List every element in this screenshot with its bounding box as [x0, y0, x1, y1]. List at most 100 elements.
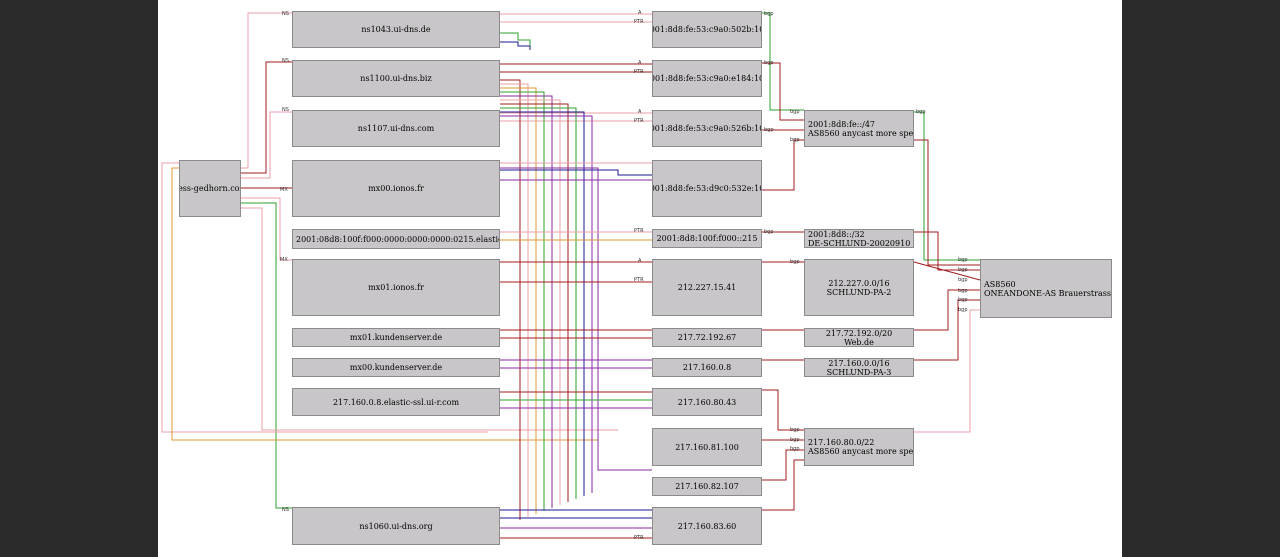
edge-label-ptr: PTR: [634, 535, 644, 541]
edge-bgp: [914, 111, 980, 261]
node-label: 217.160.0.8: [682, 363, 732, 372]
edge-bgp: [762, 12, 804, 111]
node-label: 217.160.80.0/22: [808, 438, 875, 447]
node-label: ONEANDONE-AS Brauerstrasse 48: [984, 288, 1112, 298]
node-ip-v6-3[interactable]: 2001:8d8:fe:53:c9a0:526b:100: [652, 110, 762, 147]
edge-a: [171, 167, 598, 441]
node-elastic-v4[interactable]: 217.160.0.8.elastic-ssl.ui-r.com: [292, 388, 500, 416]
node-label: ns1060.ui-dns.org: [359, 521, 433, 531]
edge-label-bgp: bgp: [958, 257, 968, 263]
node-label: mx00.ionos.fr: [368, 184, 424, 193]
node-label: ns1107.ui-dns.com: [357, 124, 435, 133]
edge-bgp: [762, 62, 804, 121]
edge-label-bgp: bgp: [790, 437, 800, 443]
edge-bgp: [762, 139, 804, 191]
edge-label-bgp: bgp: [958, 297, 968, 303]
edge-bgp: [914, 289, 980, 331]
node-label: SCHLUND-PA-2: [826, 287, 892, 297]
edge-label-mx: MX: [280, 187, 288, 193]
node-label: 217.160.80.43: [677, 397, 737, 407]
edge-label-bgp: bgp: [764, 11, 774, 17]
edge-fan: [500, 107, 577, 499]
edge-label-bgp: bgp: [790, 446, 800, 452]
edge-label-ptr: PTR: [634, 228, 644, 234]
edge-label-bgp: bgp: [764, 60, 774, 66]
node-elastic-v6[interactable]: 2001:08d8:100f:f000:0000:0000:0000:0215.…: [292, 229, 500, 249]
node-label: 217.160.0.0/16: [828, 358, 890, 368]
edge-fan: [500, 91, 545, 511]
node-ip-v6-5[interactable]: 2001:8d8:100f:f000::215: [652, 229, 762, 248]
edge-ns: [241, 202, 292, 509]
edge-label-bgp: bgp: [958, 288, 968, 294]
edge-fan: [500, 95, 553, 508]
node-label: ns1100.ui-dns.biz: [360, 74, 432, 83]
node-prefix-217-72[interactable]: 217.72.192.0/20 Web.de: [804, 328, 914, 347]
node-ip-217-160-81-100[interactable]: 217.160.81.100: [652, 428, 762, 466]
edges-layer: [161, 12, 981, 539]
node-label: 217.160.82.107: [675, 482, 739, 491]
edge-label-a: A: [638, 60, 642, 66]
edge-label-bgp: bgp: [790, 427, 800, 433]
node-mx00-ionos-fr[interactable]: mx00.ionos.fr: [292, 160, 500, 217]
node-ns1060[interactable]: ns1060.ui-dns.org: [292, 507, 500, 545]
edge-bgp: [914, 231, 980, 271]
node-prefix-212[interactable]: 212.227.0.0/16 SCHLUND-PA-2: [804, 259, 914, 316]
edge-label-ns: NS: [282, 107, 289, 113]
node-prefix-v6-anycast[interactable]: 2001:8d8:fe::/47 AS8560 anycast more spe…: [804, 110, 914, 147]
edge-label-a: A: [638, 109, 642, 115]
node-ip-217-72[interactable]: 217.72.192.67: [652, 328, 762, 347]
node-mx01-kundenserver[interactable]: mx01.kundenserver.de: [292, 328, 500, 347]
node-domain[interactable]: hess-gedhorn.com: [179, 160, 241, 217]
node-ip-217-160-80-43[interactable]: 217.160.80.43: [652, 388, 762, 416]
node-label: Web.de: [844, 337, 874, 347]
node-label: 212.227.0.0/16: [828, 278, 890, 288]
node-label: 217.72.192.67: [677, 333, 737, 342]
edge-label-a: A: [638, 10, 642, 16]
edge-label-ptr: PTR: [634, 118, 644, 124]
edge-fan: [500, 103, 569, 502]
edge-label-ptr: PTR: [634, 277, 644, 283]
node-mx00-kundenserver[interactable]: mx00.kundenserver.de: [292, 358, 500, 377]
node-ip-217-160-82-107[interactable]: 217.160.82.107: [652, 477, 762, 496]
edge-a: [161, 162, 488, 433]
node-ip-v6-1[interactable]: 2001:8d8:fe:53:c9a0:502b:100: [652, 11, 762, 48]
node-ip-v6-2[interactable]: 2001:8d8:fe:53:c9a0:e184:100: [652, 60, 762, 97]
node-ns1100[interactable]: ns1100.ui-dns.biz: [292, 60, 500, 97]
edge-label-ptr: PTR: [634, 69, 644, 75]
node-as8560[interactable]: AS8560 ONEANDONE-AS Brauerstrasse 48: [980, 259, 1112, 318]
node-label: 2001:8d8:fe:53:c9a0:e184:100: [653, 74, 761, 83]
node-prefix-217-160[interactable]: 217.160.0.0/16 SCHLUND-PA-3: [804, 358, 914, 377]
edge-label-ns: NS: [282, 11, 289, 17]
node-ip-217-160-0-8[interactable]: 217.160.0.8: [652, 358, 762, 377]
edge-label-bgp: bgp: [958, 267, 968, 273]
edge-fan: [500, 87, 537, 514]
edge-bgp: [762, 389, 804, 431]
node-ip-212[interactable]: 212.227.15.41: [652, 259, 762, 316]
node-prefix-v4-anycast[interactable]: 217.160.80.0/22 AS8560 anycast more spec…: [804, 428, 914, 466]
node-label: 217.72.192.0/20: [825, 328, 893, 338]
node-label: AS8560: [984, 279, 1016, 289]
node-label: AS8560 anycast more specific: [808, 447, 914, 456]
node-label: 2001:8d8::/32: [808, 229, 865, 239]
edge-label-bgp: bgp: [916, 109, 926, 115]
node-label: 2001:8d8:fe::/47: [808, 119, 876, 129]
node-prefix-v6-schlund[interactable]: 2001:8d8::/32 DE-SCHLUND-20020910: [804, 229, 914, 248]
node-ip-v6-4[interactable]: 2001:8d8:fe:53:d9c0:532e:100: [652, 160, 762, 217]
edge-ns: [241, 111, 292, 179]
edge-a: [500, 32, 531, 48]
node-label: 212.227.15.41: [677, 283, 737, 292]
node-ns1107[interactable]: ns1107.ui-dns.com: [292, 110, 500, 147]
edge-label-ns: NS: [282, 58, 289, 64]
edge-label-bgp: bgp: [790, 259, 800, 265]
edge-label-bgp: bgp: [790, 109, 800, 115]
edge-label-bgp: bgp: [958, 277, 968, 283]
node-label: mx01.kundenserver.de: [349, 333, 443, 342]
node-ns1043[interactable]: ns1043.ui-dns.de: [292, 11, 500, 48]
node-label: 217.160.0.8.elastic-ssl.ui-r.com: [332, 397, 460, 407]
node-ip-217-160-83-60[interactable]: 217.160.83.60: [652, 507, 762, 545]
edge-bgp: [762, 449, 804, 481]
diagram-canvas: ns1043.ui-dns.de ns1100.ui-dns.biz ns110…: [158, 0, 1122, 557]
node-mx01-ionos-fr[interactable]: mx01.ionos.fr: [292, 259, 500, 316]
node-label: ns1043.ui-dns.de: [361, 25, 431, 34]
edge-bgp: [914, 139, 980, 266]
